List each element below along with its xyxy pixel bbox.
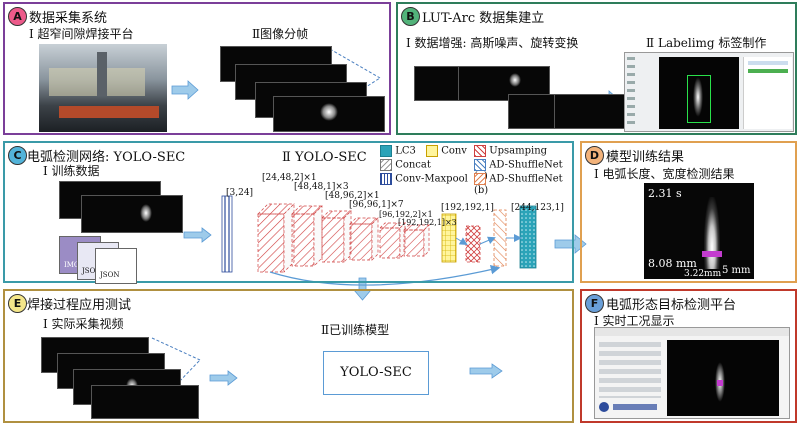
panel-a-sub2: Ⅱ图像分帧 <box>252 27 309 41</box>
legend-label-conv: Conv <box>441 145 467 157</box>
trained-model-box: YOLO-SEC <box>323 351 429 395</box>
video-frame-4 <box>91 385 199 419</box>
train-frame-2 <box>81 195 183 233</box>
platform-screenshot <box>594 327 790 419</box>
badge-c: C <box>8 146 27 165</box>
legend-lc3: LC3 <box>380 145 416 157</box>
panel-f: F 电弧形态目标检测平台 Ⅰ 实时工况显示 <box>580 289 797 423</box>
badge-b: B <box>401 7 420 26</box>
legend: LC3 Conv Upsamping Concat AD-ShuffleNet … <box>380 145 570 196</box>
shape-label-6: [192,192,1]×3 <box>398 218 457 227</box>
arrow-e2 <box>469 363 503 379</box>
upsample-swatch-icon <box>474 145 486 157</box>
legend-label-upsample: Upsamping <box>489 145 548 157</box>
shape-label-5: [96,192,2]×1 <box>379 210 433 219</box>
welding-platform-photo <box>39 44 167 132</box>
shape-label-3: [48,96,2]×1 <box>325 191 380 201</box>
lc3-swatch-icon <box>380 145 392 157</box>
badge-a: A <box>8 7 27 26</box>
maxpool-swatch-icon <box>380 173 392 185</box>
arc-width-marker <box>702 251 722 257</box>
detection-result-image: 2.31 s 8.08 mm 3.22mm 5 mm <box>644 183 754 279</box>
ad-b-swatch-icon <box>474 173 486 185</box>
badge-f: F <box>585 294 604 313</box>
shape-label-2: [48,48,1]×3 <box>294 182 349 192</box>
time-readout: 2.31 s <box>648 187 682 200</box>
legend-ad-b: AD-ShuffleNet (b) <box>474 173 570 196</box>
network-title: Ⅱ YOLO-SEC <box>282 150 367 165</box>
file-thumb-2-label: JSON <box>82 267 102 275</box>
shape-label-4: [96,96,1]×7 <box>349 200 404 210</box>
panel-e-sub2: Ⅱ已训练模型 <box>321 323 390 337</box>
legend-label-lc3: LC3 <box>395 145 416 157</box>
arc-width-readout: 3.22mm <box>684 269 722 279</box>
conv-swatch-icon <box>426 145 438 157</box>
arrow-a <box>171 80 199 100</box>
panel-e: E 焊接过程应用测试 Ⅰ 实际采集视频 Ⅱ已训练模型 YOLO-SEC <box>3 289 574 423</box>
arrow-e1 <box>209 370 238 386</box>
skip-connection <box>269 264 501 286</box>
panel-e-title: 焊接过程应用测试 <box>27 298 132 313</box>
file-thumb-1-label: IMG <box>64 261 80 269</box>
legend-maxpool: Conv-Maxpool <box>380 173 468 185</box>
scale-readout: 5 mm <box>722 265 751 276</box>
panel-f-title: 电弧形态目标检测平台 <box>606 298 737 313</box>
concat-swatch-icon <box>380 159 392 171</box>
panel-c: C 电弧检测网络: YOLO-SEC Ⅰ 训练数据 Ⅱ YOLO-SEC IMG… <box>3 141 574 284</box>
panel-d-sub1: Ⅰ 电弧长度、宽度检测结果 <box>594 167 735 181</box>
file-thumb-3-label: JSON <box>100 271 120 279</box>
panel-b-title: LUT-Arc 数据集建立 <box>422 11 545 26</box>
labelimg-screenshot <box>624 52 794 132</box>
frame-a4 <box>273 96 385 132</box>
augmented-frame-2 <box>458 66 550 101</box>
legend-label-ad-b: AD-ShuffleNet (b) <box>474 173 563 197</box>
shape-label-8: [244,123,1] <box>511 203 564 213</box>
arrow-c-left <box>183 227 212 243</box>
arc-length-readout: 8.08 mm <box>648 257 697 270</box>
shape-label-0: [3,24] <box>226 188 254 198</box>
legend-conv: Conv <box>426 145 467 157</box>
panel-c-sub1: Ⅰ 训练数据 <box>43 164 100 178</box>
badge-e: E <box>8 294 27 313</box>
file-thumb-3: JSON <box>95 248 137 284</box>
panel-b-sub1: Ⅰ 数据增强: 高斯噪声、旋转变换 <box>406 36 579 50</box>
legend-concat: Concat <box>380 159 431 171</box>
panel-d: D 模型训练结果 Ⅰ 电弧长度、宽度检测结果 2.31 s 8.08 mm 3.… <box>580 141 797 283</box>
panel-a-sub1: Ⅰ 超窄间隙焊接平台 <box>29 27 134 41</box>
layer-ad-blocks <box>257 203 430 273</box>
shape-label-1: [24,48,2]×1 <box>262 173 317 183</box>
panel-a: A 数据采集系统 Ⅰ 超窄间隙焊接平台 Ⅱ图像分帧 <box>3 2 391 135</box>
legend-label-maxpool: Conv-Maxpool <box>395 173 468 185</box>
panel-f-sub1: Ⅰ 实时工况显示 <box>594 314 675 328</box>
panel-e-sub1: Ⅰ 实际采集视频 <box>43 317 124 331</box>
shape-label-7: [192,192,1] <box>441 203 494 213</box>
panel-c-title: 电弧检测网络: YOLO-SEC <box>27 150 186 165</box>
legend-label-concat: Concat <box>395 159 431 171</box>
ad-a-swatch-icon <box>474 159 486 171</box>
university-logo-icon <box>599 402 609 412</box>
panel-a-title: 数据采集系统 <box>29 11 108 26</box>
layer-input <box>221 195 233 273</box>
badge-d: D <box>585 146 604 165</box>
arc-plume <box>704 197 720 269</box>
panel-b: B LUT-Arc 数据集建立 Ⅰ 数据增强: 高斯噪声、旋转变换 Ⅱ Labe… <box>396 2 797 135</box>
panel-b-sub2: Ⅱ Labelimg 标签制作 <box>646 36 767 50</box>
panel-d-title: 模型训练结果 <box>606 150 685 165</box>
legend-upsample: Upsamping <box>474 145 547 157</box>
